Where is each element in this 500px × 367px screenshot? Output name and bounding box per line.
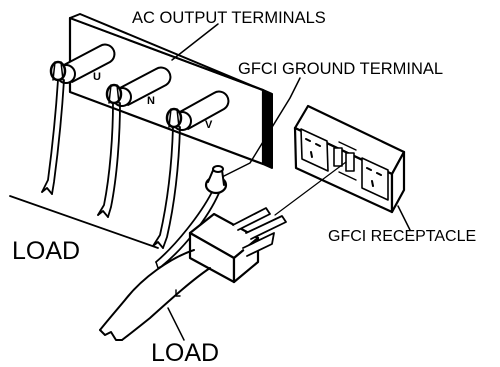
- terminal-v: [165, 90, 230, 131]
- load-bracket-line: [9, 195, 159, 249]
- load-wire-v: [152, 126, 181, 249]
- terminal-n: [105, 66, 172, 107]
- plug: [188, 207, 287, 284]
- load-label-left: LOAD: [12, 237, 81, 265]
- terminal-u-label: U: [93, 71, 101, 83]
- gfci-ground-terminal-label: GFCI GROUND TERMINAL: [238, 60, 444, 78]
- load-cord: [99, 249, 211, 341]
- ac-output-terminals-label: AC OUTPUT TERMINALS: [132, 9, 326, 27]
- load-label-bottom: LOAD: [151, 339, 220, 367]
- terminal-v-label: V: [205, 119, 213, 131]
- leader-ac-output: [171, 23, 219, 61]
- load-wire-n: [97, 102, 121, 218]
- leader-gfci-ground: [223, 77, 301, 177]
- gfci-receptacle-body: [293, 104, 406, 214]
- gfci-receptacle-label: GFCI RECEPTACLE: [328, 228, 477, 245]
- terminal-n-label: N: [147, 95, 155, 107]
- plug-to-receptacle-guide: [274, 161, 347, 216]
- load-wire-u: [41, 79, 65, 195]
- leader-gfci-receptacle: [397, 205, 411, 231]
- terminal-panel: [68, 13, 273, 169]
- leader-load-bottom: [167, 307, 185, 341]
